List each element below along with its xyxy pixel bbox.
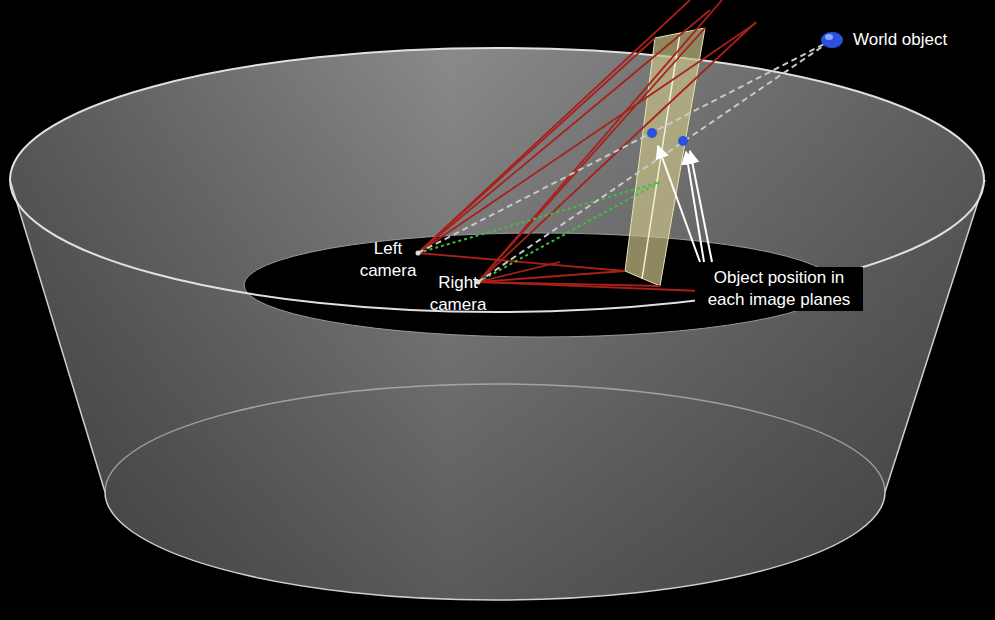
callout-arrow bbox=[658, 146, 712, 262]
cone-surface bbox=[10, 48, 985, 600]
object-label: World object bbox=[853, 29, 947, 51]
camera-label: Right camera bbox=[427, 272, 489, 316]
callout-label: Object position in each image planes bbox=[695, 267, 863, 311]
camera-label: Left camera bbox=[357, 238, 419, 282]
cone-bottom-back bbox=[105, 384, 885, 492]
world-object bbox=[821, 32, 843, 48]
cone-bottom-front bbox=[105, 492, 885, 600]
projected-point bbox=[647, 128, 657, 138]
cone-side bbox=[885, 180, 985, 492]
cone-side bbox=[10, 180, 105, 492]
cone-shade bbox=[10, 48, 985, 600]
world-object-highlight bbox=[825, 34, 833, 40]
camera-frustum bbox=[418, 0, 756, 291]
principal-ray bbox=[418, 182, 660, 282]
camera-center bbox=[416, 251, 421, 256]
projection-ray bbox=[418, 40, 832, 282]
projected-point bbox=[678, 136, 688, 146]
